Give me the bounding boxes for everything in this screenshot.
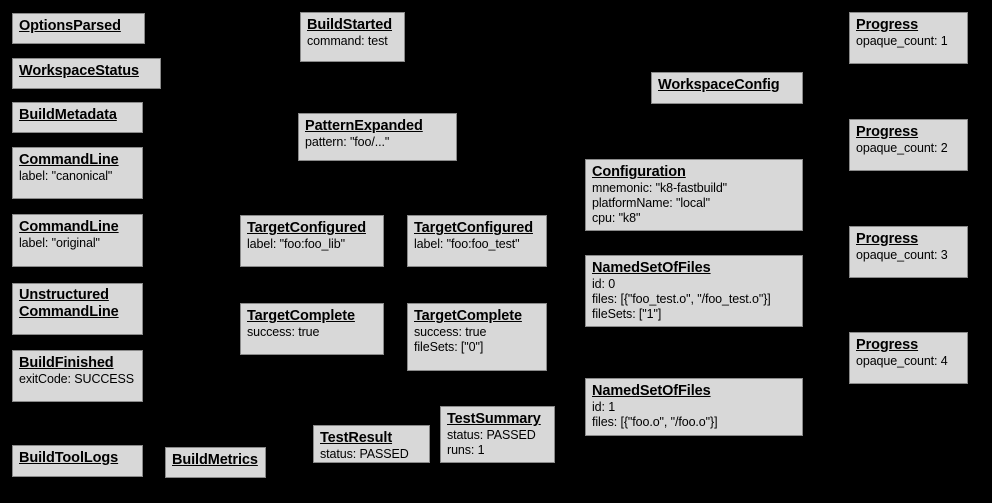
- node-title-wrap: BuildMetadata: [19, 106, 137, 124]
- node-title: Progress: [856, 337, 919, 353]
- node-title: Progress: [856, 231, 919, 247]
- node-fields: label: "foo:foo_test": [414, 237, 520, 251]
- node-title: TestResult: [320, 430, 393, 446]
- node-title-wrap: BuildMetrics: [172, 451, 260, 469]
- node-title: TargetConfigured: [247, 220, 366, 236]
- node-title-wrap: OptionsParsed: [19, 17, 139, 35]
- node-fields: id: 0 files: [{"foo_test.o", "/foo_test.…: [592, 277, 771, 321]
- node-fields: status: PASSED: [320, 447, 409, 461]
- node-fields: label: "foo:foo_lib": [247, 237, 345, 251]
- node-title-wrap: WorkspaceStatus: [19, 62, 155, 80]
- node-title-wrap: BuildFinished: [19, 354, 137, 372]
- node-title-wrap: Progress: [856, 230, 962, 248]
- node-title-wrap: TargetConfigured: [414, 219, 541, 237]
- node-title-wrap: Progress: [856, 123, 962, 141]
- node-build-tool-logs[interactable]: BuildToolLogs: [12, 445, 143, 477]
- node-fields: opaque_count: 1: [856, 34, 948, 48]
- node-title-wrap: PatternExpanded: [305, 117, 451, 135]
- node-title: BuildFinished: [19, 355, 114, 371]
- node-title: CommandLine: [19, 152, 119, 168]
- node-title: BuildMetrics: [172, 452, 258, 468]
- node-title: Progress: [856, 124, 919, 140]
- node-title-wrap: TargetComplete: [414, 307, 541, 325]
- node-title-wrap: TestResult: [320, 429, 424, 447]
- node-title-wrap: NamedSetOfFiles: [592, 259, 797, 277]
- node-fields: opaque_count: 3: [856, 248, 948, 262]
- node-title: CommandLine: [19, 219, 119, 235]
- node-fields: exitCode: SUCCESS: [19, 372, 135, 386]
- node-title: NamedSetOfFiles: [592, 260, 711, 276]
- node-fields: status: PASSED runs: 1: [447, 428, 536, 457]
- node-fields: command: test: [307, 34, 388, 48]
- node-title-wrap: BuildToolLogs: [19, 449, 137, 467]
- node-workspace-config[interactable]: WorkspaceConfig: [651, 72, 803, 104]
- node-unstructured-cmdline[interactable]: Unstructured CommandLine: [12, 283, 143, 335]
- node-title: TargetComplete: [247, 308, 355, 324]
- node-title: Progress: [856, 17, 919, 33]
- node-fields: success: true fileSets: ["0"]: [414, 325, 487, 354]
- node-build-metrics[interactable]: BuildMetrics: [165, 447, 266, 478]
- node-title-wrap: WorkspaceConfig: [658, 76, 797, 94]
- node-title: BuildStarted: [307, 17, 393, 33]
- node-title-wrap: Progress: [856, 16, 962, 34]
- node-title-wrap: TestSummary: [447, 410, 549, 428]
- node-workspace-status[interactable]: WorkspaceStatus: [12, 58, 161, 89]
- node-build-metadata[interactable]: BuildMetadata: [12, 102, 143, 133]
- node-title: TestSummary: [447, 411, 541, 427]
- node-fields: id: 1 files: [{"foo.o", "/foo.o"}]: [592, 400, 718, 429]
- node-title: TargetConfigured: [414, 220, 533, 236]
- node-title-wrap: Configuration: [592, 163, 797, 181]
- node-title-wrap: Progress: [856, 336, 962, 354]
- node-fields: opaque_count: 2: [856, 141, 948, 155]
- node-options-parsed[interactable]: OptionsParsed: [12, 13, 145, 44]
- node-fields: label: "canonical": [19, 169, 113, 183]
- node-title: OptionsParsed: [19, 18, 121, 34]
- node-title: BuildToolLogs: [19, 450, 119, 466]
- node-fields: pattern: "foo/...": [305, 135, 390, 149]
- node-title-wrap: TargetConfigured: [247, 219, 378, 237]
- node-title: TargetComplete: [414, 308, 522, 324]
- node-fields: label: "original": [19, 236, 100, 250]
- node-title-wrap: BuildStarted: [307, 16, 399, 34]
- node-fields: opaque_count: 4: [856, 354, 948, 368]
- node-title: BuildMetadata: [19, 107, 117, 123]
- node-title: Unstructured CommandLine: [19, 287, 119, 320]
- node-title: PatternExpanded: [305, 118, 423, 134]
- node-title: WorkspaceStatus: [19, 63, 139, 79]
- node-title: WorkspaceConfig: [658, 77, 780, 93]
- node-fields: mnemonic: "k8-fastbuild" platformName: "…: [592, 181, 728, 225]
- node-title-wrap: CommandLine: [19, 151, 137, 169]
- node-title-wrap: NamedSetOfFiles: [592, 382, 797, 400]
- node-title-wrap: TargetComplete: [247, 307, 378, 325]
- node-fields: success: true: [247, 325, 320, 339]
- node-title-wrap: CommandLine: [19, 218, 137, 236]
- node-title-wrap: Unstructured CommandLine: [19, 287, 137, 321]
- node-title: NamedSetOfFiles: [592, 383, 711, 399]
- node-title: Configuration: [592, 164, 686, 180]
